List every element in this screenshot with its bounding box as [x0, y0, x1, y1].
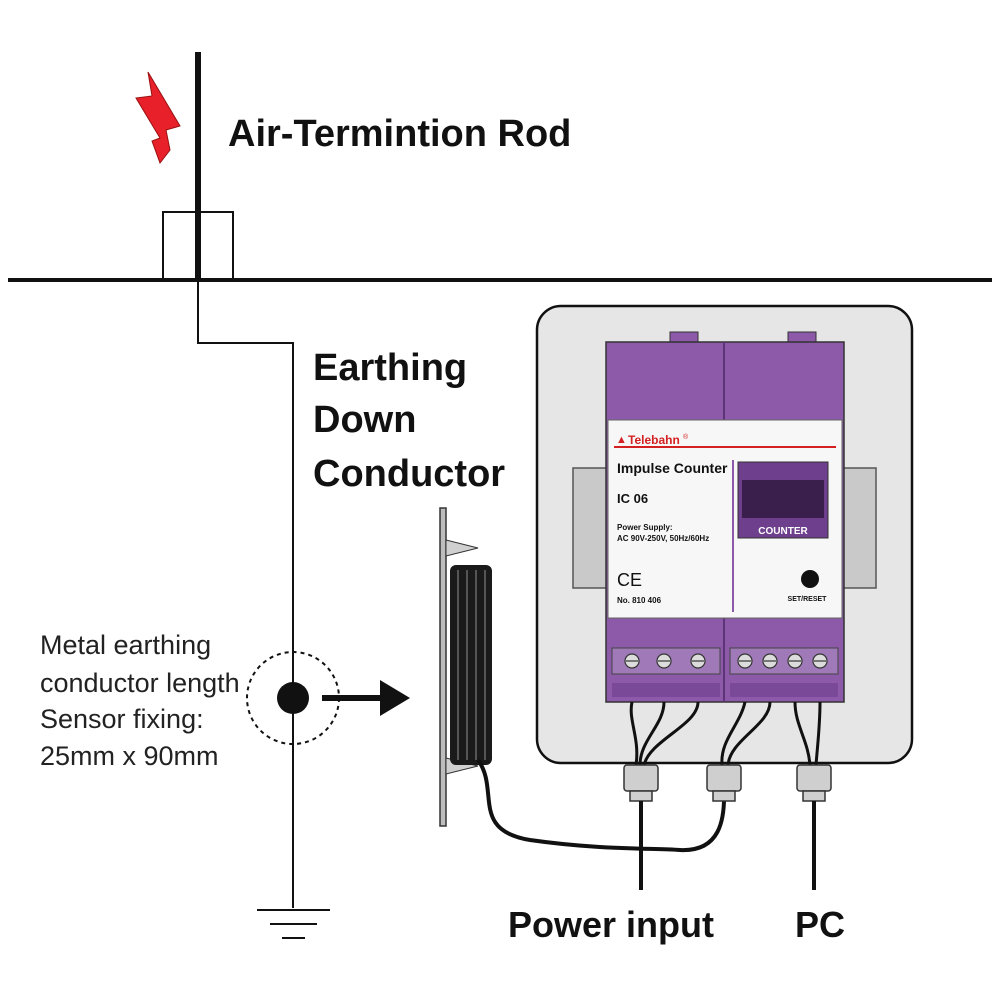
set-reset-label: SET/RESET: [788, 596, 828, 603]
conductor-label-line1: Earthing: [313, 347, 467, 389]
device-brand-mark: ®: [683, 433, 689, 441]
sensor-cable: [476, 758, 727, 853]
power-input-label: Power input: [508, 904, 714, 945]
rod-label: Air-Termintion Rod: [228, 113, 571, 155]
cable-glands: [623, 764, 832, 802]
brand-flame-icon: ▲: [616, 434, 627, 446]
device-supply-line1: Power Supply:: [617, 523, 673, 532]
pc-label: PC: [795, 904, 845, 945]
lightning-bolt-icon: [135, 71, 181, 165]
sensor-label-line3: Sensor fixing:: [40, 704, 204, 734]
internal-wires: [629, 701, 822, 766]
device-name: Impulse Counter: [617, 460, 728, 476]
sensor-label-line1: Metal earthing: [40, 630, 211, 660]
device-brand: Telebahn: [628, 433, 680, 447]
sensor-point-dot: [277, 682, 309, 714]
earthing-down-conductor: [197, 280, 294, 908]
sensor-arrow-head: [380, 680, 410, 716]
earth-ground-icon: [257, 909, 330, 939]
sensor-label-line2: conductor length: [40, 668, 240, 698]
conductor-label-line3: Conductor: [313, 453, 505, 495]
device-supply-line2: AC 90V-250V, 50Hz/60Hz: [617, 534, 709, 543]
device-number: No. 810 406: [617, 596, 662, 605]
impulse-counter-device: [605, 331, 845, 703]
sensor-label-line4: 25mm x 90mm: [40, 741, 219, 771]
current-sensor: [439, 507, 492, 827]
device-model: IC 06: [617, 491, 648, 506]
set-reset-button: [801, 570, 819, 588]
display-label: COUNTER: [758, 526, 808, 537]
conductor-label-line2: Down: [313, 399, 416, 441]
ce-mark: CE: [617, 570, 642, 590]
